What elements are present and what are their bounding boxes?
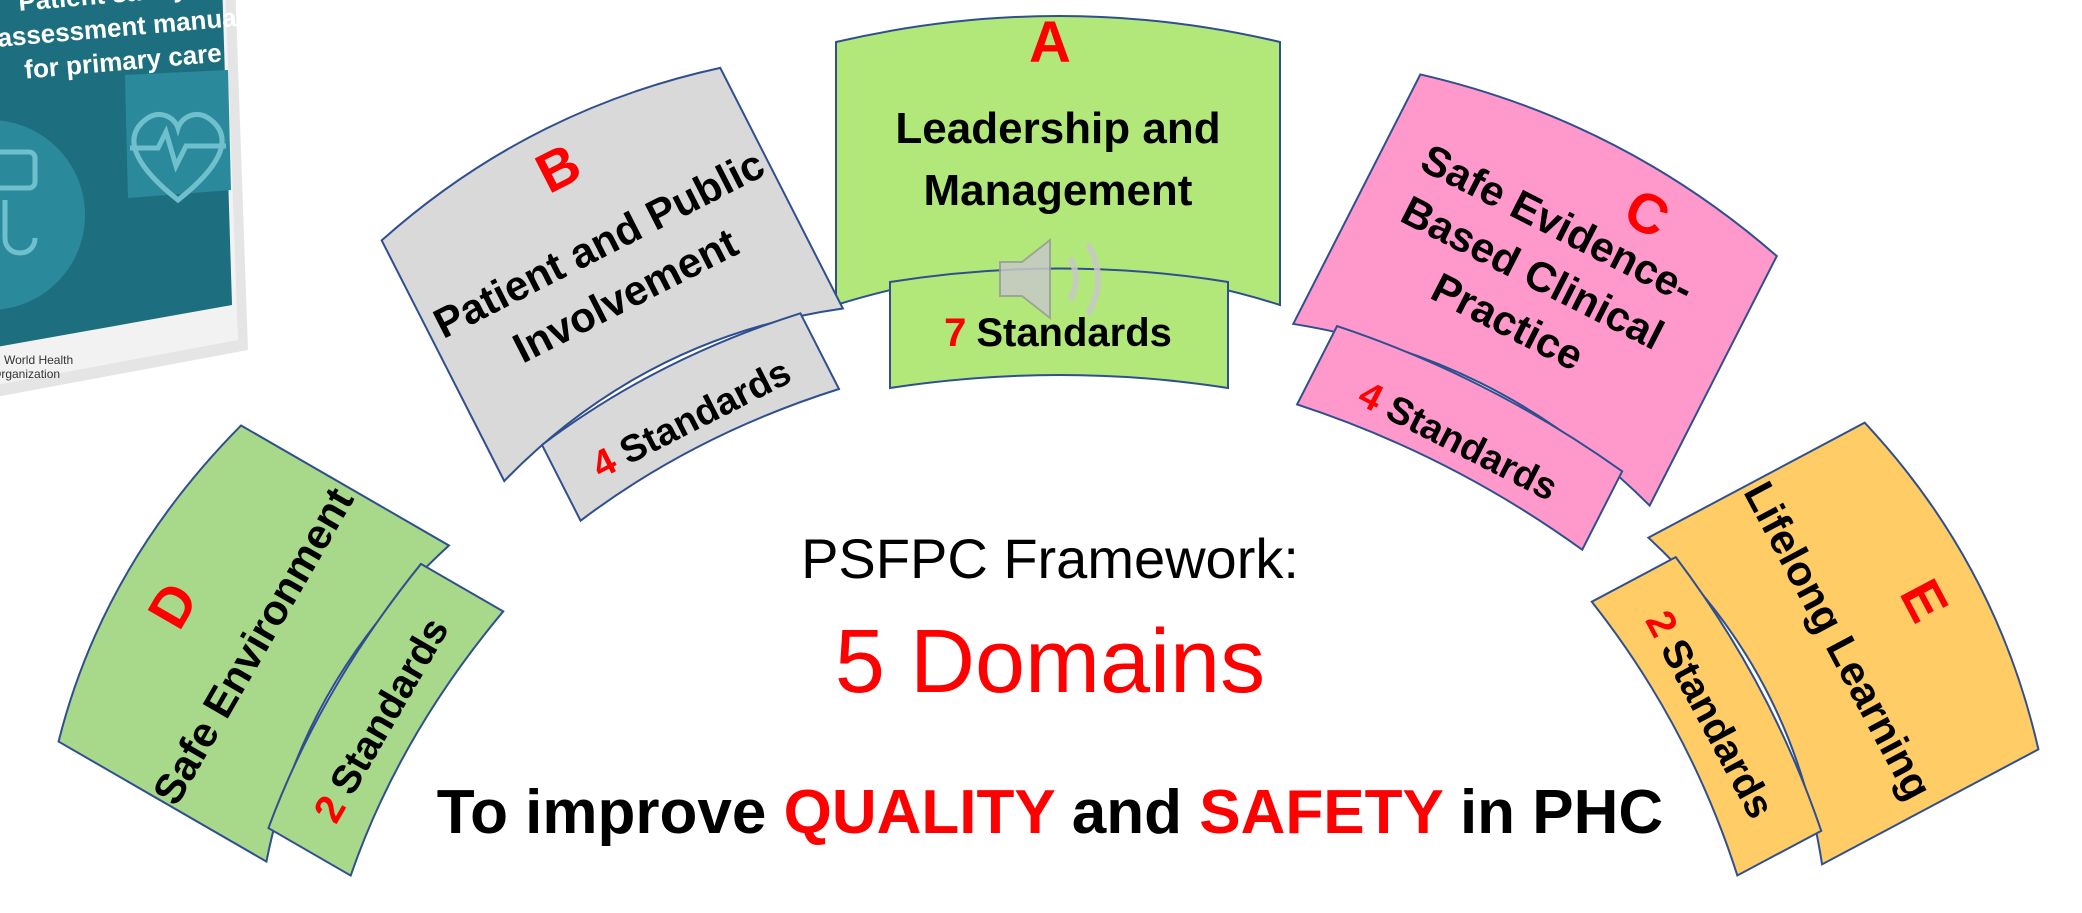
tagline-part: and (1055, 778, 1200, 847)
manual-cover: Patient safety assessment manual for pri… (0, 0, 248, 397)
framework-tagline: To improve QUALITY and SAFETY in PHC (437, 778, 1663, 847)
framework-domain-count: 5 Domains (835, 612, 1265, 712)
clinician-icon (0, 149, 38, 256)
domain-a-standards-count: 7 (944, 311, 966, 355)
domain-a-letter: A (1029, 10, 1071, 75)
tagline-safety: SAFETY (1199, 778, 1443, 847)
manual-cover-circle (0, 120, 85, 310)
domain-b-standards-tab (540, 312, 841, 523)
domain-d: D Safe Environment 2Standards (57, 424, 505, 878)
heart-rate-icon (130, 112, 226, 204)
manual-publisher-line: Organization (0, 367, 60, 381)
framework-heading: PSFPC Framework: (801, 527, 1299, 590)
domain-c: C Safe Evidence- Based Clinical Practice… (1291, 73, 1779, 552)
manual-publisher-line: World Health (4, 353, 73, 367)
framework-summary: PSFPC Framework: 5 Domains To improve QU… (437, 527, 1663, 847)
tagline-part: in PHC (1443, 778, 1663, 847)
domain-c-standards-tab (1295, 324, 1624, 552)
domain-d-standards-tab (267, 562, 505, 878)
speaker-icon[interactable] (999, 237, 1101, 321)
domain-b-banner (380, 66, 845, 483)
domain-a-name-line: Management (924, 166, 1193, 215)
domain-a-standards-label: Standards (976, 311, 1172, 355)
domain-e: E Lifelong Learning 2Standards (1590, 421, 2040, 877)
domain-e-standards-tab (1590, 555, 1823, 877)
tagline-quality: QUALITY (784, 778, 1056, 847)
domain-e-banner (1646, 421, 2040, 866)
tagline-part: To improve (437, 778, 784, 847)
domain-b: B Patient and Public Involvement 4Standa… (380, 66, 845, 523)
domain-a-name-line: Leadership and (895, 104, 1220, 153)
